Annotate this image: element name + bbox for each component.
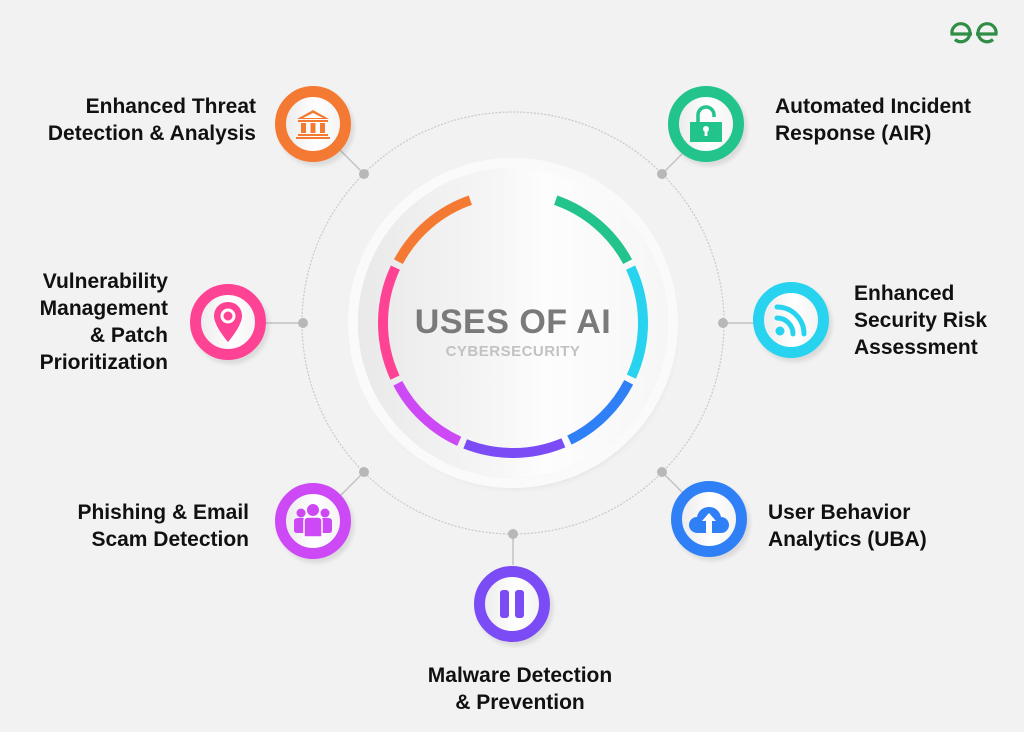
diagram-title: USES OF AI [414,303,612,341]
users-group-icon [294,504,332,538]
center-hub [358,168,668,478]
label-uba: User Behavior Analytics (UBA) [768,501,927,551]
geeksforgeeks-logo-icon [948,22,1000,51]
label-phishing: Phishing & Email Scam Detection [77,501,249,551]
label-risk-assessment: Enhanced Security Risk Assessment [854,282,988,359]
node-malware [474,566,550,642]
connector-dot [359,467,369,477]
label-threat-detection: Enhanced Threat Detection & Analysis [47,95,256,145]
connector-dot [657,169,667,179]
node-air [668,86,744,162]
label-malware: Malware Detection & Prevention [427,664,613,714]
connector-dot [298,318,308,328]
connector-dot [359,169,369,179]
location-pin-icon [214,302,242,342]
pause-icon [500,590,524,618]
node-risk-assessment [753,282,829,358]
connector-dot [508,529,518,539]
node-phishing [275,483,351,559]
node-threat-detection [275,86,351,162]
node-vulnerability [190,284,266,360]
cloud-upload-icon [689,507,729,533]
bank-building-icon [296,110,330,139]
node-uba [671,481,747,557]
rss-feed-icon [774,304,807,337]
connector-dot [657,467,667,477]
label-air: Automated Incident Response (AIR) [775,95,972,145]
connector-dot [718,318,728,328]
label-vulnerability: Vulnerability Management & Patch Priorit… [39,270,168,374]
diagram-subtitle: CYBERSECURITY [445,343,581,360]
unlocked-padlock-icon [690,105,722,142]
segmented-color-ring [377,195,648,458]
